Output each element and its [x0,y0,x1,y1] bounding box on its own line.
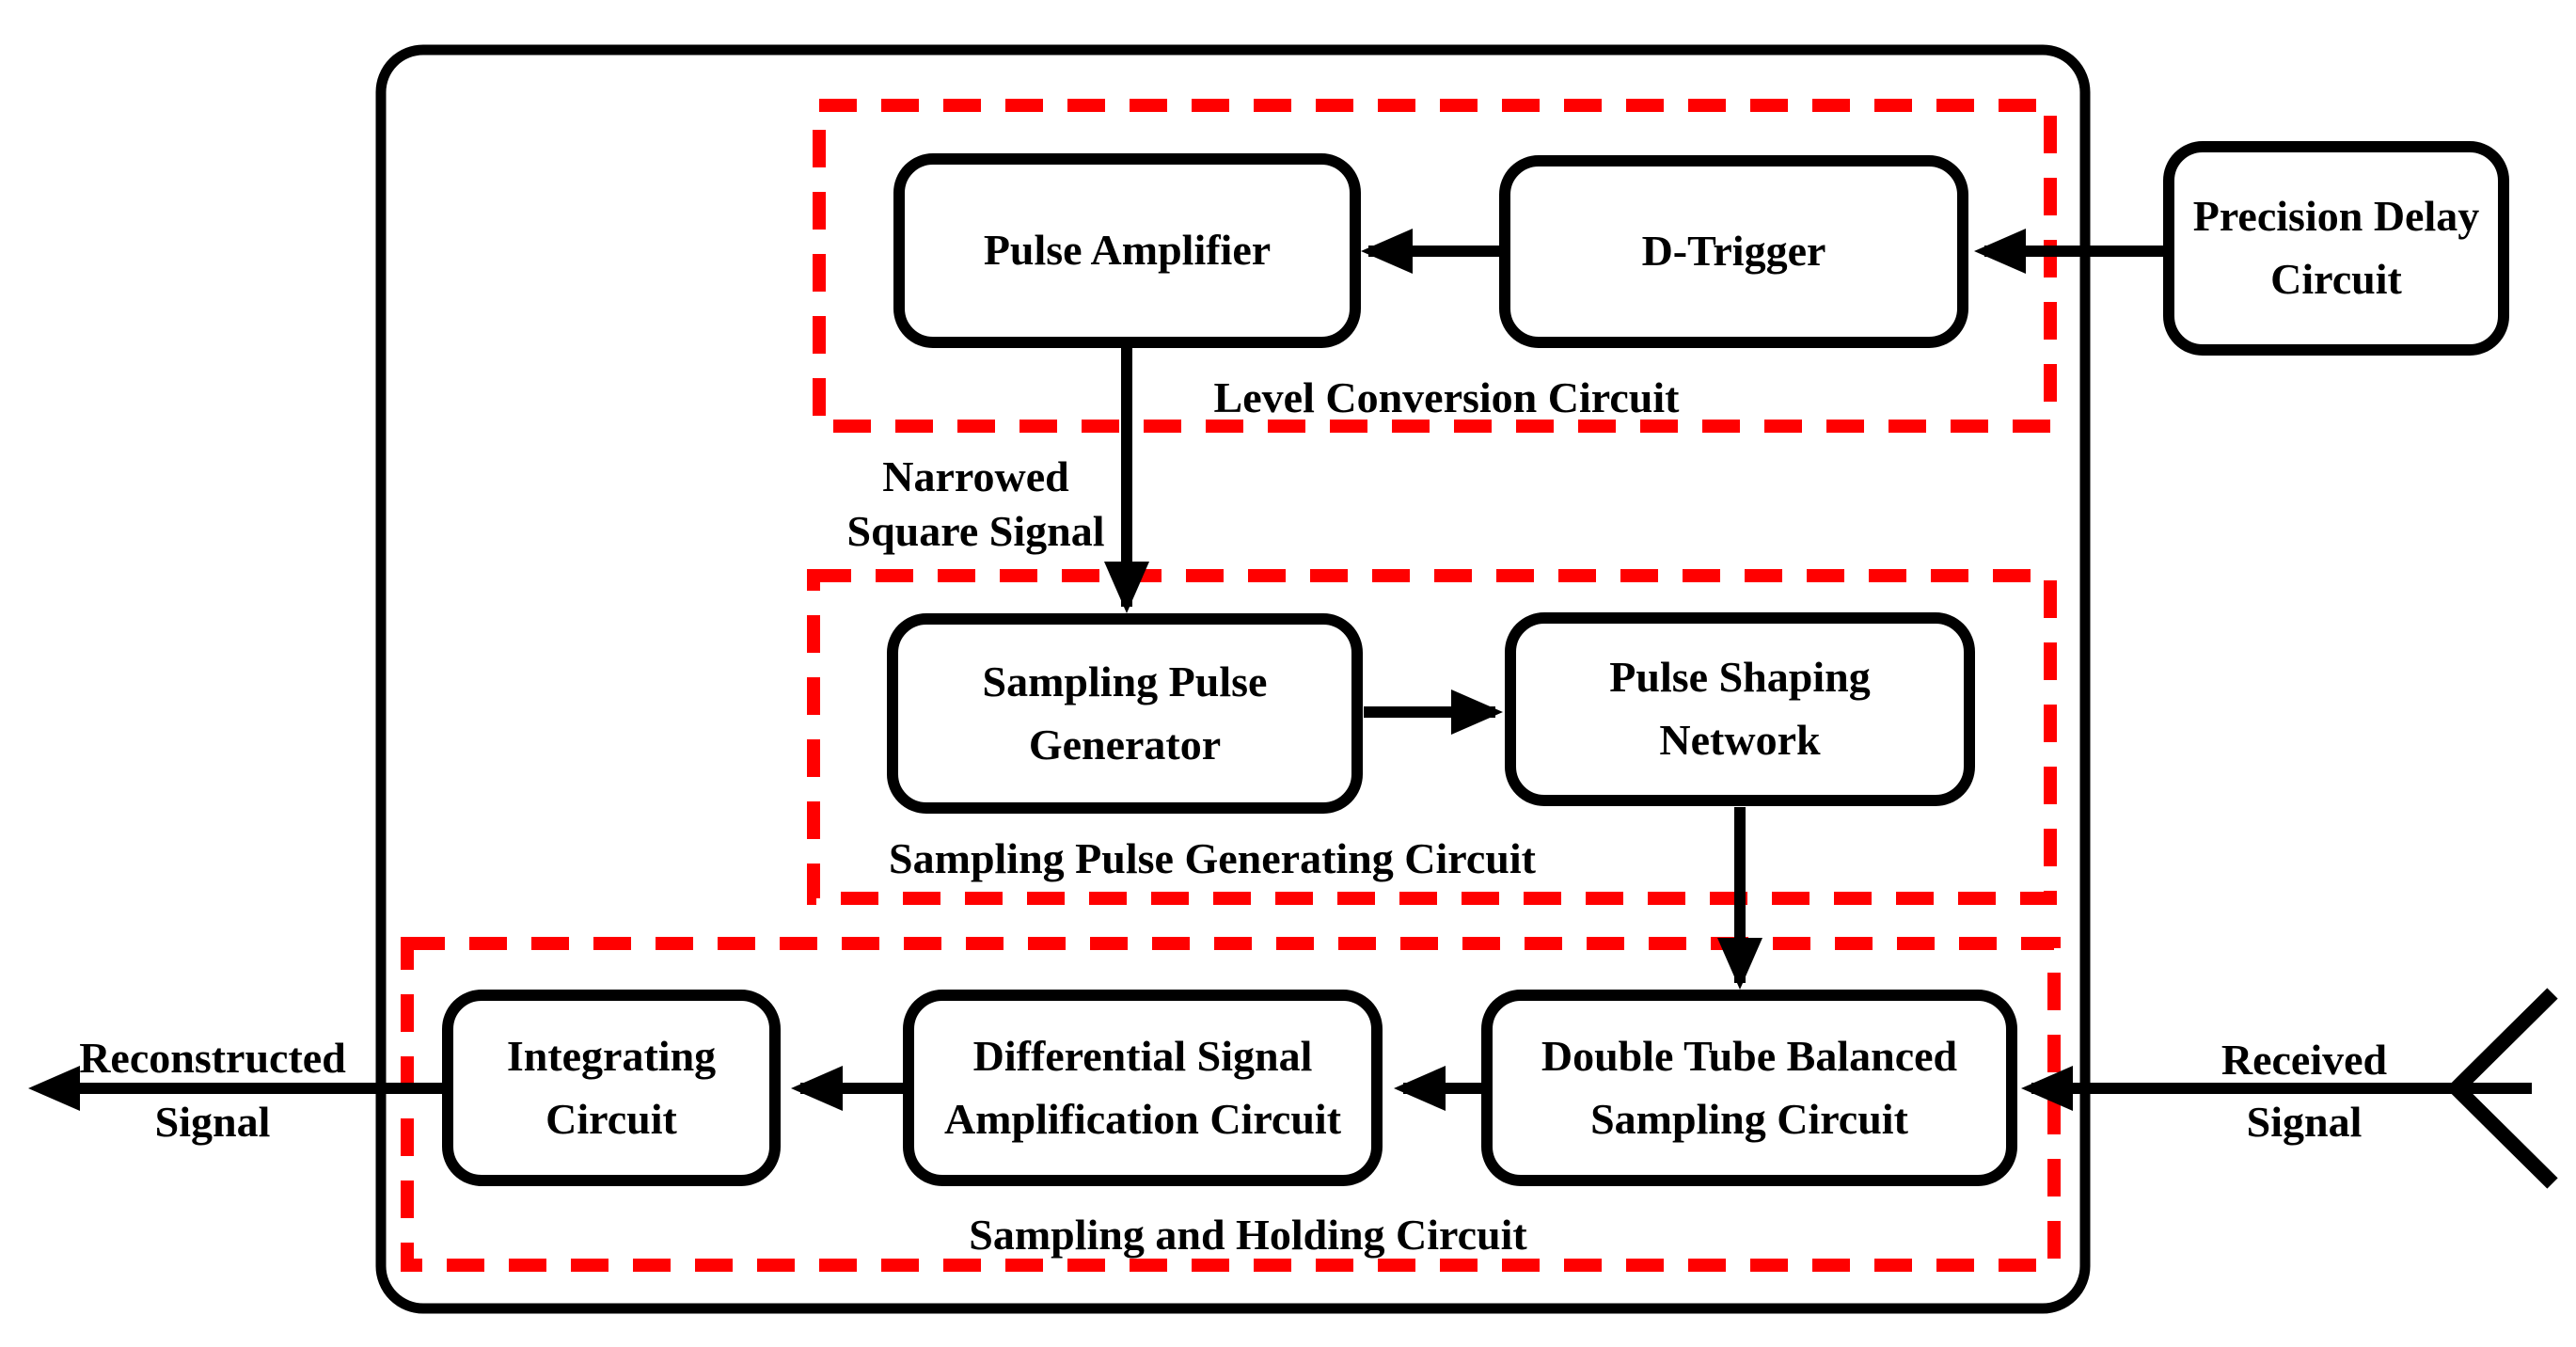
narrowed-square-signal-label: Narrowed Square Signal [828,450,1124,558]
narrowed-square-signal-line2: Square Signal [846,506,1105,555]
arrowhead-into-sampling-pulse-generator [1104,562,1149,613]
arrowhead-received-into-double-tube [2021,1066,2073,1111]
block-double-tube-balanced-sampling: Double Tube Balanced Sampling Circuit [1481,990,2017,1186]
block-double-tube-balanced-sampling-label: Double Tube Balanced Sampling Circuit [1541,1031,1958,1143]
arrowhead-into-double-tube [1717,938,1762,990]
block-precision-delay-circuit-label: Precision Delay Circuit [2192,192,2480,303]
block-pulse-amplifier: Pulse Amplifier [893,153,1361,348]
block-d-trigger: D-Trigger [1499,155,1968,348]
block-integrating-circuit: Integrating Circuit [442,990,781,1186]
sampling-pulse-generating-group-label: Sampling Pulse Generating Circuit [889,834,1536,882]
received-signal-label-line2: Signal [2246,1098,2363,1146]
narrowed-square-signal-line1: Narrowed [882,452,1069,500]
reconstructed-signal-label-line1: Reconstructed [79,1034,346,1082]
antenna-chevron-icon [2451,1083,2558,1189]
arrowhead-reconstructed-output [28,1066,80,1111]
block-pulse-shaping-network: Pulse Shaping Network [1505,612,1975,806]
arrowhead-into-differential [1394,1066,1446,1111]
level-conversion-group-label: Level Conversion Circuit [1213,373,1680,421]
arrowhead-into-pulse-amplifier [1361,229,1413,274]
block-differential-signal-amplification-label: Differential Signal Amplification Circui… [943,1031,1342,1143]
arrowhead-into-integrating [791,1066,843,1111]
block-d-trigger-label: D-Trigger [1641,227,1826,276]
block-integrating-circuit-label: Integrating Circuit [506,1031,717,1143]
reconstructed-signal-label-line2: Signal [154,1098,271,1146]
received-signal-label-line1: Received [2220,1036,2388,1084]
sampling-and-holding-group-label: Sampling and Holding Circuit [969,1211,1527,1259]
level-conversion-group-outline [813,99,2057,433]
sampling-and-holding-group-outline [401,937,2061,1272]
block-differential-signal-amplification: Differential Signal Amplification Circui… [903,990,1383,1186]
block-pulse-shaping-network-label: Pulse Shaping Network [1609,653,1871,764]
arrowhead-into-dtrigger [1974,229,2026,274]
arrowhead-into-shaping-network [1451,689,1503,735]
block-sampling-pulse-generator: Sampling Pulse Generator [887,613,1363,814]
system-boundary-outline [375,44,2091,1314]
block-sampling-pulse-generator-label: Sampling Pulse Generator [982,657,1268,769]
block-pulse-amplifier-label: Pulse Amplifier [983,226,1272,275]
block-precision-delay-circuit: Precision Delay Circuit [2163,141,2509,356]
antenna-chevron-icon [2451,988,2558,1094]
sampling-pulse-generating-group-outline [807,569,2057,905]
